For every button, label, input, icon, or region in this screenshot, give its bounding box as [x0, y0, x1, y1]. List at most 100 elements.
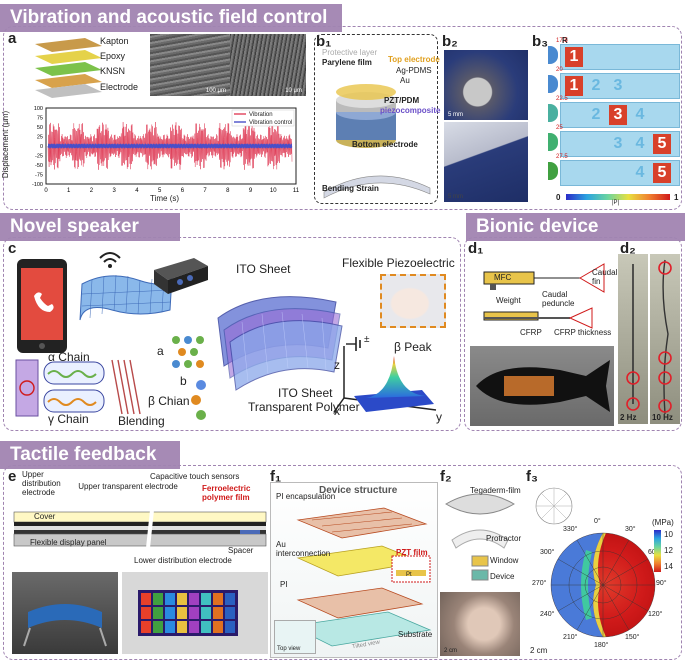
- c-amplifier: [154, 258, 208, 294]
- c-label-gamma: γ Chain: [48, 412, 89, 426]
- y-tick-label: -75: [35, 173, 43, 179]
- d2-strand-2hz: [626, 264, 640, 411]
- panel-label-e: e: [8, 468, 17, 485]
- x-tick-label: 8: [226, 188, 230, 194]
- app-tile: [189, 621, 199, 633]
- section-banner-bionic: Bionic device: [466, 213, 685, 241]
- layer-label-electrode: Electrode: [100, 82, 139, 92]
- polar-spoke: [602, 584, 649, 612]
- x-tick-label: 7: [203, 188, 207, 194]
- c-chains-diagram: [15, 359, 141, 417]
- y-tick-label: 75: [37, 116, 43, 122]
- b3-digit: 2: [591, 77, 601, 94]
- b2-photo-bottom: 5 mm: [444, 122, 528, 202]
- app-tile: [201, 607, 211, 619]
- c-finger-photo: [380, 274, 446, 328]
- section-frame-speaker: [3, 237, 461, 431]
- b3-lens-icon: [548, 104, 558, 122]
- f3-cbar-12: 12: [664, 546, 673, 555]
- b1-label-piezocomposite: piezocomposite: [380, 106, 441, 115]
- b1-device-stack: [336, 84, 396, 148]
- app-tile: [213, 621, 223, 633]
- f1-label-top-view: Top view: [277, 646, 301, 652]
- polar-angle-label: 330°: [563, 526, 578, 533]
- layer-label-epoxy: Epoxy: [100, 51, 126, 61]
- b3-digit: 2: [591, 106, 601, 123]
- d1-label-weight: Weight: [496, 296, 521, 305]
- panel-label-d1: d₁: [468, 240, 484, 257]
- layer-stack-diagram: [35, 38, 102, 98]
- f2-protractor-schematic: [445, 493, 515, 581]
- x-tick-label: 1: [67, 188, 71, 194]
- b3-digit: 4: [635, 164, 645, 181]
- c-molecules: [172, 336, 204, 368]
- sem-scale-2: 10 μm: [285, 88, 302, 94]
- polar-spoke: [602, 584, 630, 631]
- d1-fish-photo: [470, 346, 614, 426]
- c-label-beta-chain: β Chian: [148, 394, 190, 408]
- app-tile: [165, 593, 175, 605]
- series-vibration-control: [47, 143, 293, 149]
- b3-lens-icon: [548, 75, 558, 93]
- sem-image-2: 10 μm: [230, 34, 306, 96]
- f1-label-pi-encap: PI encapsulation: [276, 492, 336, 501]
- f2-scale: 2 cm: [444, 648, 458, 654]
- x-tick-label: 10: [270, 188, 277, 194]
- app-tile: [177, 607, 187, 619]
- b1-label-au: Au: [400, 76, 410, 85]
- f2-label-window: Window: [490, 556, 519, 565]
- f1-exploded-layers: [290, 507, 432, 647]
- section-banner-vibration: Vibration and acoustic field control: [0, 4, 342, 32]
- c-beta-peak-plot: [333, 346, 437, 413]
- section-frame-tactile: [3, 465, 682, 660]
- c-label-alpha: α Chain: [48, 350, 90, 364]
- b3-colorbar: [566, 194, 670, 200]
- y-tick-label: 0: [40, 144, 43, 150]
- x-tick-label: 3: [113, 188, 117, 194]
- d1-label-mfc: MFC: [494, 273, 512, 282]
- b3-digit: 4: [635, 106, 645, 123]
- app-tile: [225, 621, 235, 633]
- app-tile: [165, 621, 175, 633]
- x-tick-label: 9: [249, 188, 253, 194]
- y-tick-label: 100: [34, 106, 43, 112]
- b3-digit: 4: [635, 135, 645, 152]
- polar-angle-label: 300°: [540, 549, 555, 556]
- polar-spoke: [576, 584, 604, 631]
- panel-label-f1: f₁: [270, 468, 282, 485]
- panel-label-d2: d₂: [620, 240, 636, 257]
- legend-vibration: Vibration: [249, 112, 273, 118]
- app-tile: [213, 607, 223, 619]
- x-tick-label: 0: [44, 188, 48, 194]
- app-tile: [201, 593, 211, 605]
- e-label-spacer: Spacer: [228, 546, 254, 555]
- f1-label-au: Au interconnection: [276, 540, 331, 558]
- c-label-beta-peak: β Peak: [394, 340, 432, 354]
- y-tick-label: -25: [35, 154, 43, 160]
- b3-radius-value: 22.5: [556, 96, 568, 102]
- app-tile: [177, 593, 187, 605]
- x-tick-label: 4: [135, 188, 139, 194]
- f1-top-view-inset: Top view: [274, 620, 316, 654]
- b3-radius-value: 20: [556, 67, 563, 73]
- e-layer-stack: [13, 509, 267, 549]
- polar-angle-label: 90°: [656, 580, 667, 587]
- d1-label-peduncle: Caudal peduncle: [542, 290, 575, 308]
- f2-label-device: Device: [490, 572, 515, 581]
- b3-digit: 1: [565, 76, 583, 96]
- b3-digit: 3: [613, 135, 623, 152]
- polar-angle-label: 240°: [540, 611, 555, 618]
- section-frame-bionic: [464, 237, 682, 431]
- app-tile: [225, 593, 235, 605]
- x-tick-label: 5: [158, 188, 162, 194]
- f2-photo: 2 cm: [440, 592, 520, 656]
- polar-angle-label: 30°: [625, 526, 636, 533]
- b1-bending-strip: [323, 175, 431, 199]
- polar-spoke: [557, 584, 604, 612]
- section-frame-vibration: [3, 26, 682, 210]
- f3-cbar-14: 14: [664, 562, 673, 571]
- section-banner-tactile: Tactile feedback: [0, 441, 180, 469]
